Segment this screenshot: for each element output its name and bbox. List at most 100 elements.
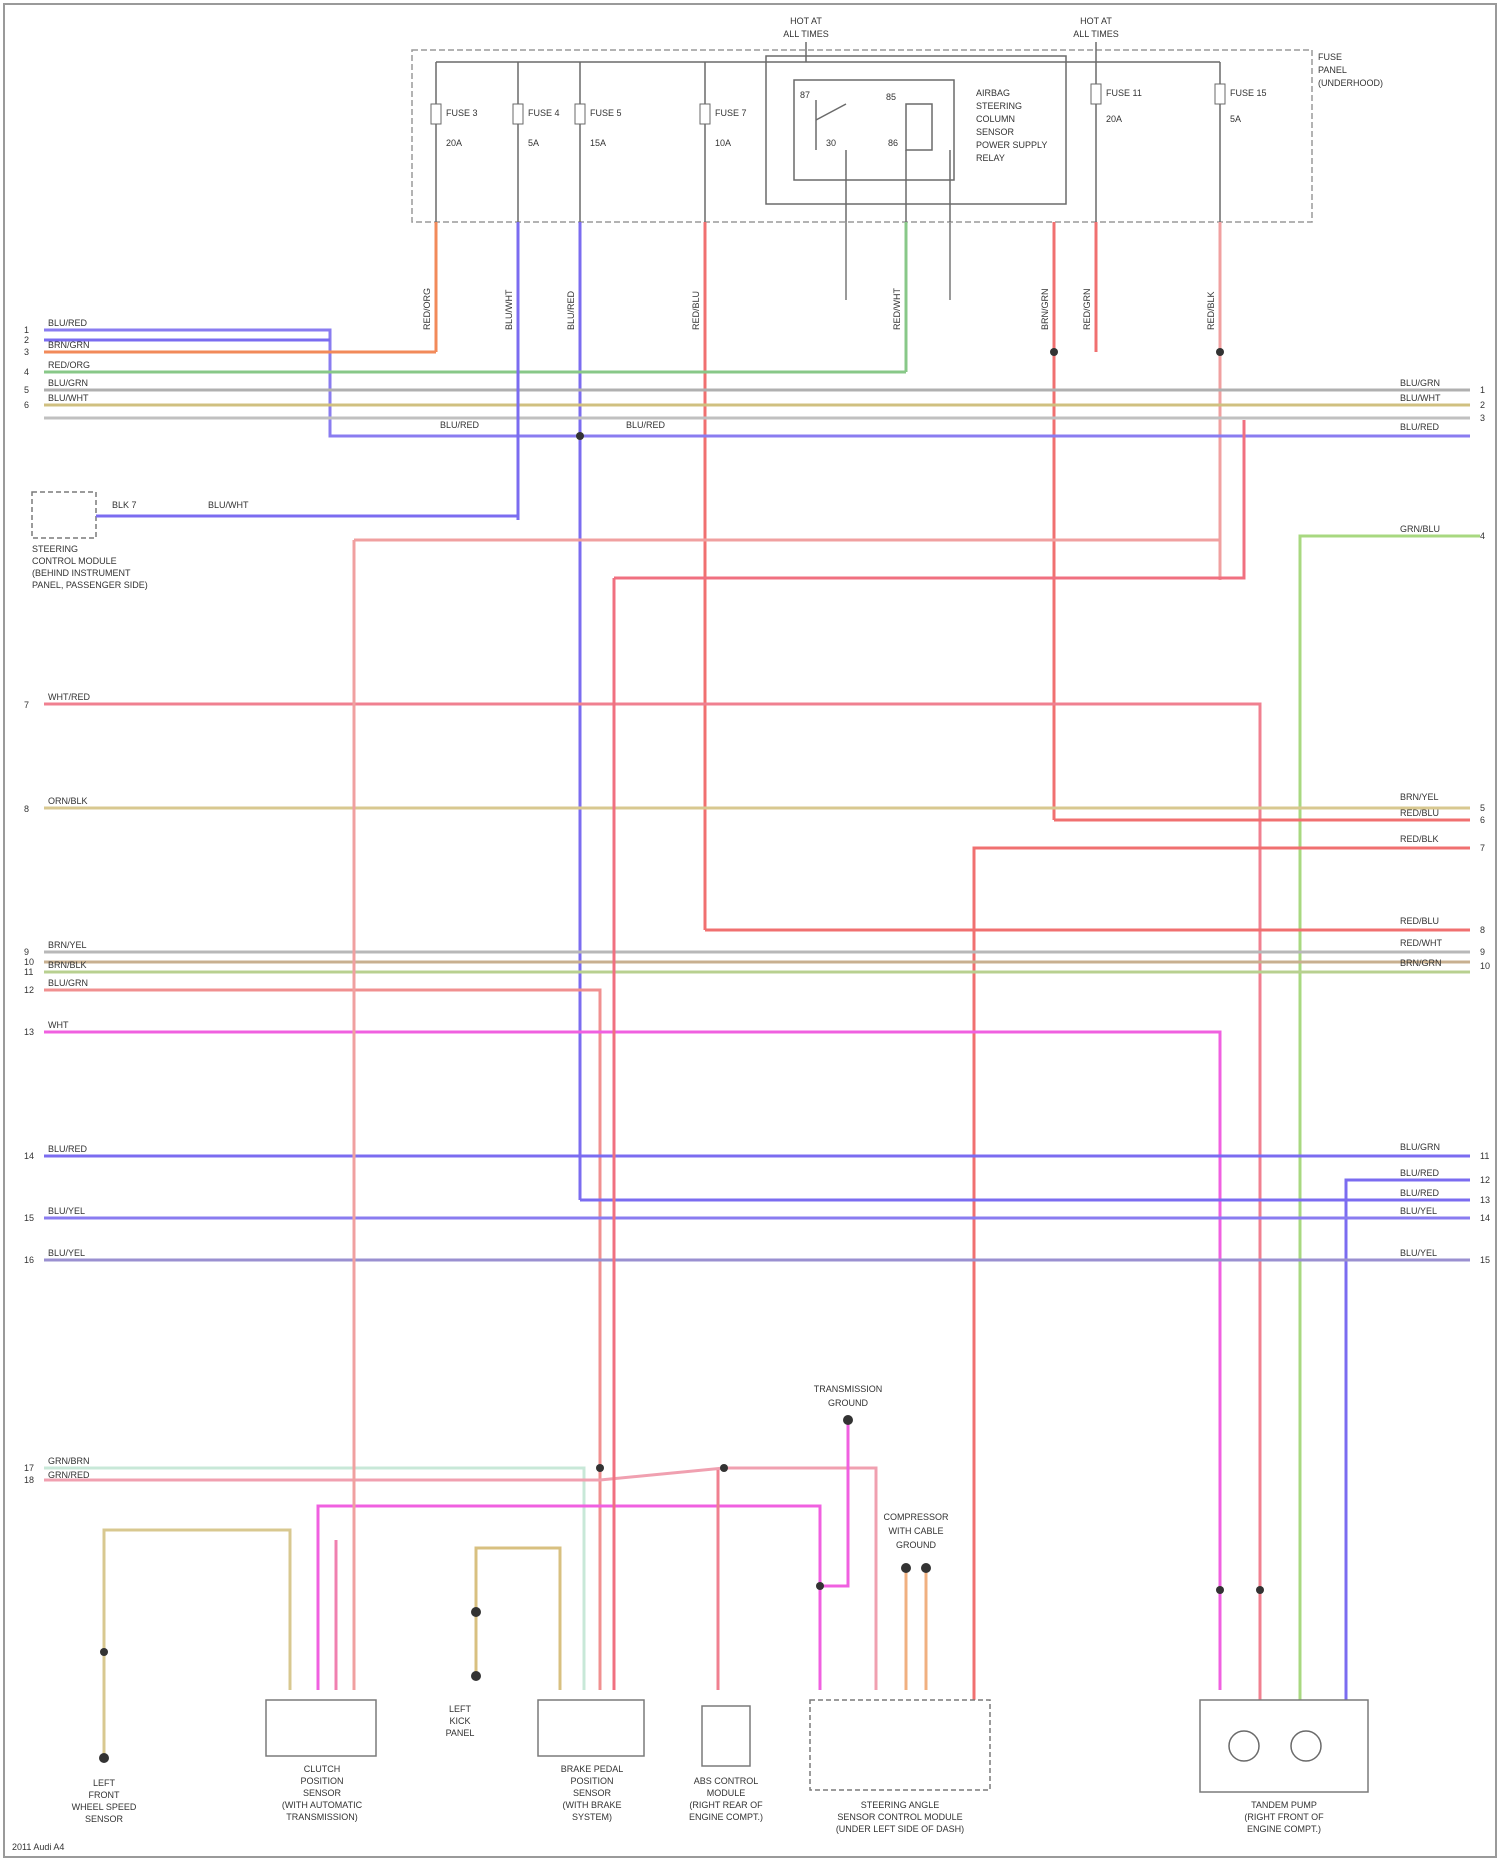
svg-text:15: 15 xyxy=(1480,1255,1490,1265)
svg-text:RED/ORG: RED/ORG xyxy=(422,288,432,330)
svg-text:6: 6 xyxy=(1480,815,1485,825)
svg-text:13: 13 xyxy=(24,1027,34,1037)
svg-text:BLU/GRN: BLU/GRN xyxy=(48,378,88,388)
svg-text:5: 5 xyxy=(24,385,29,395)
svg-text:BLU/WHT: BLU/WHT xyxy=(504,289,514,330)
svg-text:6: 6 xyxy=(24,400,29,410)
svg-text:PANEL: PANEL xyxy=(1318,65,1347,75)
svg-text:MODULE: MODULE xyxy=(707,1788,746,1798)
svg-text:BLU/YEL: BLU/YEL xyxy=(48,1206,85,1216)
svg-text:20A: 20A xyxy=(1106,114,1122,124)
svg-text:SYSTEM): SYSTEM) xyxy=(572,1812,612,1822)
junction-7 xyxy=(816,1582,824,1590)
left-kick-panel-label: LEFT KICK PANEL xyxy=(446,1704,475,1738)
svg-text:RED/ORG: RED/ORG xyxy=(48,360,90,370)
svg-text:10: 10 xyxy=(1480,961,1490,971)
hot-at-label-right-2: ALL TIMES xyxy=(1073,29,1119,39)
svg-text:WHEEL SPEED: WHEEL SPEED xyxy=(72,1802,137,1812)
junction-12 xyxy=(100,1648,108,1656)
svg-text:STEERING: STEERING xyxy=(976,101,1022,111)
svg-text:KICK: KICK xyxy=(449,1716,470,1726)
svg-text:18: 18 xyxy=(24,1475,34,1485)
svg-text:FUSE 15: FUSE 15 xyxy=(1230,88,1267,98)
svg-text:5A: 5A xyxy=(1230,114,1241,124)
svg-text:PANEL, PASSENGER SIDE): PANEL, PASSENGER SIDE) xyxy=(32,580,148,590)
svg-text:BLU/RED: BLU/RED xyxy=(1400,1168,1440,1178)
svg-text:TRANSMISSION): TRANSMISSION) xyxy=(286,1812,358,1822)
svg-text:WHT/RED: WHT/RED xyxy=(48,692,90,702)
svg-text:GRN/BRN: GRN/BRN xyxy=(48,1456,90,1466)
svg-text:BLU/WHT: BLU/WHT xyxy=(48,393,89,403)
svg-text:SENSOR: SENSOR xyxy=(303,1788,342,1798)
svg-text:(WITH BRAKE: (WITH BRAKE xyxy=(562,1800,621,1810)
svg-text:BLU/RED: BLU/RED xyxy=(440,420,480,430)
svg-text:11: 11 xyxy=(24,967,33,977)
svg-text:GRN/BLU: GRN/BLU xyxy=(1400,524,1440,534)
svg-text:FUSE 11: FUSE 11 xyxy=(1106,88,1142,98)
svg-text:7: 7 xyxy=(1480,843,1485,853)
hot-at-label-left: HOT AT xyxy=(790,16,822,26)
svg-text:SENSOR: SENSOR xyxy=(976,127,1015,137)
svg-text:RED/WHT: RED/WHT xyxy=(892,288,902,330)
svg-text:STEERING: STEERING xyxy=(32,544,78,554)
svg-text:15: 15 xyxy=(24,1213,34,1223)
junction-5 xyxy=(720,1464,728,1472)
svg-text:TANDEM PUMP: TANDEM PUMP xyxy=(1251,1800,1317,1810)
svg-text:9: 9 xyxy=(24,947,29,957)
svg-text:BLU/GRN: BLU/GRN xyxy=(48,978,88,988)
svg-text:BRN/BLK: BRN/BLK xyxy=(48,960,87,970)
svg-text:CLUTCH: CLUTCH xyxy=(304,1764,341,1774)
svg-text:(RIGHT FRONT OF: (RIGHT FRONT OF xyxy=(1244,1812,1324,1822)
svg-text:86: 86 xyxy=(888,138,898,148)
svg-text:10A: 10A xyxy=(715,138,731,148)
svg-text:(WITH AUTOMATIC: (WITH AUTOMATIC xyxy=(282,1800,363,1810)
svg-text:4: 4 xyxy=(1480,531,1485,541)
svg-text:BLU/RED: BLU/RED xyxy=(1400,1188,1440,1198)
svg-text:AIRBAG: AIRBAG xyxy=(976,88,1010,98)
svg-text:COMPRESSOR: COMPRESSOR xyxy=(883,1512,949,1522)
junction-4 xyxy=(596,1464,604,1472)
svg-text:17: 17 xyxy=(24,1463,34,1473)
svg-text:LEFT: LEFT xyxy=(93,1778,116,1788)
svg-text:3: 3 xyxy=(1480,413,1485,423)
svg-text:PANEL: PANEL xyxy=(446,1728,475,1738)
svg-text:ORN/BLK: ORN/BLK xyxy=(48,796,88,806)
svg-text:FUSE 7: FUSE 7 xyxy=(715,108,747,118)
svg-text:BLU/YEL: BLU/YEL xyxy=(1400,1248,1437,1258)
junction-11 xyxy=(471,1671,481,1681)
svg-text:BRN/GRN: BRN/GRN xyxy=(48,340,90,350)
svg-text:RED/BLU: RED/BLU xyxy=(691,291,701,330)
svg-text:14: 14 xyxy=(24,1151,34,1161)
svg-text:7: 7 xyxy=(24,700,29,710)
svg-text:BRN/GRN: BRN/GRN xyxy=(1400,958,1442,968)
svg-text:WITH CABLE: WITH CABLE xyxy=(888,1526,943,1536)
svg-text:(UNDERHOOD): (UNDERHOOD) xyxy=(1318,78,1383,88)
svg-text:4: 4 xyxy=(24,367,29,377)
svg-text:2: 2 xyxy=(1480,400,1485,410)
svg-text:FUSE: FUSE xyxy=(1318,52,1342,62)
svg-text:12: 12 xyxy=(1480,1175,1490,1185)
svg-text:POSITION: POSITION xyxy=(300,1776,343,1786)
svg-text:BLU/RED: BLU/RED xyxy=(48,1144,88,1154)
junction-8 xyxy=(901,1563,911,1573)
svg-text:BLU/GRN: BLU/GRN xyxy=(1400,378,1440,388)
junction-6 xyxy=(843,1415,853,1425)
svg-text:FUSE 5: FUSE 5 xyxy=(590,108,622,118)
svg-text:10: 10 xyxy=(24,957,34,967)
side-module-pins: BLK 7 xyxy=(112,500,137,510)
svg-text:ABS CONTROL: ABS CONTROL xyxy=(694,1776,759,1786)
svg-text:5A: 5A xyxy=(528,138,539,148)
svg-text:8: 8 xyxy=(24,804,29,814)
footer-caption: 2011 Audi A4 xyxy=(12,1842,64,1852)
svg-text:(RIGHT REAR OF: (RIGHT REAR OF xyxy=(689,1800,763,1810)
svg-text:BLU/RED: BLU/RED xyxy=(626,420,666,430)
svg-text:30: 30 xyxy=(826,138,836,148)
junction-2 xyxy=(1050,348,1058,356)
svg-text:SENSOR: SENSOR xyxy=(85,1814,124,1824)
svg-text:9: 9 xyxy=(1480,947,1485,957)
hot-at-label-left-2: ALL TIMES xyxy=(783,29,829,39)
svg-text:3: 3 xyxy=(24,347,29,357)
svg-text:BRN/GRN: BRN/GRN xyxy=(1040,288,1050,330)
junction-14 xyxy=(1216,1586,1224,1594)
